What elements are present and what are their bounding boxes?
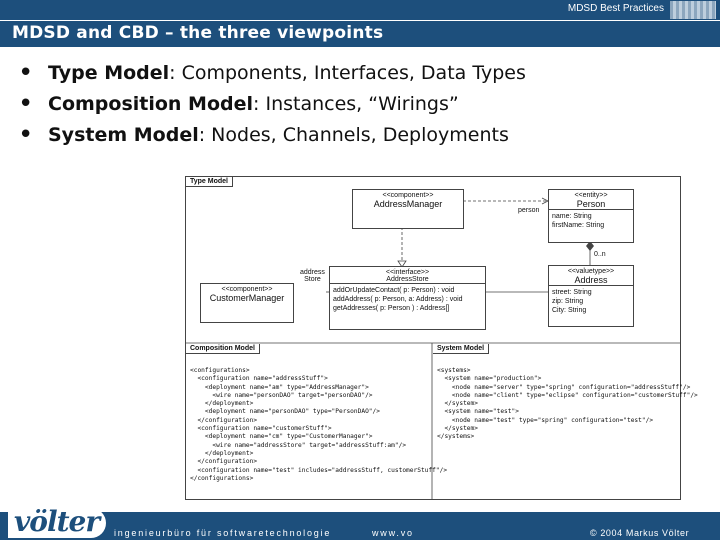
bullet-term: Composition Model (48, 93, 254, 115)
person-box: <<entity>> Person name: String firstName… (548, 189, 634, 243)
address-box: <<valuetype>> Address street: String zip… (548, 265, 634, 327)
component-stereotype: <<component>> (221, 286, 273, 293)
multiplicity-label: 0..n (594, 251, 606, 258)
slide-title: MDSD and CBD – the three viewpoints (12, 23, 384, 43)
bullet-list: • Type Model: Components, Interfaces, Da… (18, 58, 526, 155)
logo-text: völter (14, 505, 100, 538)
person-name: Person (576, 199, 606, 209)
header-decoration (670, 1, 716, 19)
diagram-connectors (186, 197, 680, 499)
customer-manager-box: <<component>> CustomerManager (200, 283, 294, 323)
bullet-text: : Nodes, Channels, Deployments (198, 124, 509, 146)
address-name: Address (574, 275, 608, 285)
bullet-icon: • (18, 120, 34, 150)
interface-stereotype: <<interface>> (385, 269, 430, 276)
bullet-icon: • (18, 89, 34, 119)
divider (549, 209, 633, 210)
top-banner: MDSD Best Practices (0, 0, 720, 20)
footer-tagline: ingenieurbüro für softwaretechnologie (114, 528, 332, 538)
bullet-icon: • (18, 58, 34, 88)
bullet-item: • Type Model: Components, Interfaces, Da… (18, 58, 526, 93)
bullet-term: Type Model (48, 62, 170, 84)
person-role-label: person (518, 207, 540, 214)
component-stereotype: <<component>> (382, 192, 434, 199)
entity-stereotype: <<entity>> (574, 192, 608, 199)
bullet-text: : Components, Interfaces, Data Types (169, 62, 526, 84)
footer-bar (0, 512, 720, 540)
voelter-logo: völter (8, 505, 106, 538)
composition-model-tab: Composition Model (186, 344, 260, 354)
address-store-name: AddressStore (386, 276, 429, 283)
divider (549, 285, 633, 286)
address-manager-name: AddressManager (373, 199, 443, 209)
header-label: MDSD Best Practices (567, 3, 664, 14)
footer-url: www.vo (372, 528, 414, 538)
system-xml: <systems> <system name="production"> <no… (437, 367, 698, 441)
bullet-term: System Model (48, 124, 199, 146)
address-store-operations: addOrUpdateContact( p: Person) : void ad… (333, 287, 463, 312)
divider (330, 283, 485, 284)
uml-diagram: Type Model <<component>> AddressManager … (185, 176, 698, 500)
customer-manager-name: CustomerManager (209, 293, 285, 303)
address-attributes: street: String zip: String City: String (552, 289, 592, 314)
type-model-tab: Type Model (186, 177, 233, 187)
address-store-interface-box: <<interface>> AddressStore addOrUpdateCo… (329, 266, 486, 330)
address-store-role-label: address Store (300, 269, 325, 283)
address-manager-box: <<component>> AddressManager (352, 189, 464, 229)
bullet-item: • Composition Model: Instances, “Wirings… (18, 89, 526, 124)
footer-copyright: © 2004 Markus Völter (590, 528, 690, 538)
system-model-tab: System Model (433, 344, 490, 354)
bullet-item: • System Model: Nodes, Channels, Deploym… (18, 120, 526, 155)
bullet-text: : Instances, “Wirings” (253, 93, 459, 115)
title-bar: MDSD and CBD – the three viewpoints (0, 20, 720, 47)
person-attributes: name: String firstName: String (552, 213, 605, 229)
valuetype-stereotype: <<valuetype>> (567, 268, 615, 275)
composition-xml: <configurations> <configuration name="ad… (190, 367, 448, 482)
